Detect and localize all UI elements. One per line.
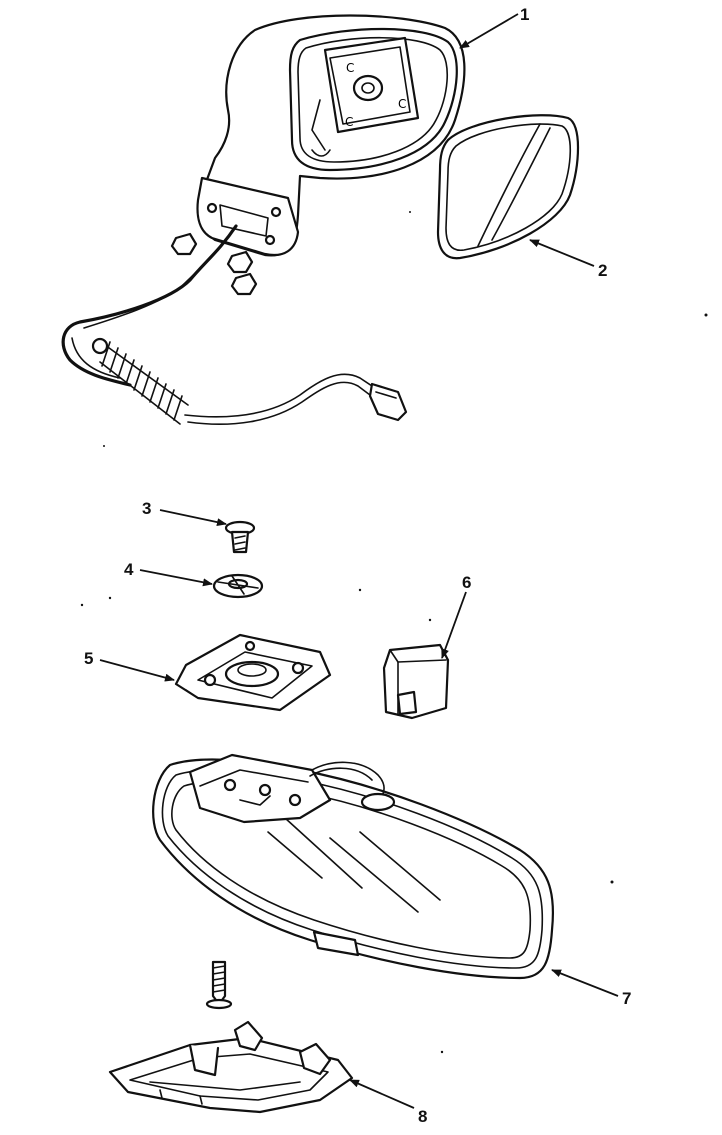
leader-8 — [349, 1079, 415, 1109]
leader-3 — [159, 509, 227, 527]
scan-specks — [80, 211, 708, 1054]
callout-3: 3 — [142, 499, 151, 518]
leader-7 — [551, 969, 619, 997]
callout-4: 4 — [124, 560, 134, 579]
callout-6: 6 — [462, 573, 471, 592]
sensor-cover — [382, 643, 450, 720]
leader-lines — [99, 13, 619, 1109]
leader-5 — [99, 659, 175, 682]
mirror-glass — [436, 114, 580, 260]
svg-text:C: C — [345, 115, 353, 129]
outside-mirror-housing: C C C — [61, 14, 466, 425]
leader-6 — [441, 591, 467, 659]
callout-5: 5 — [84, 649, 93, 668]
retaining-clip — [212, 573, 264, 599]
svg-text:C: C — [398, 97, 406, 111]
screw-small — [224, 520, 256, 554]
leader-2 — [529, 239, 595, 267]
callout-8: 8 — [418, 1107, 427, 1126]
callout-labels: 1 2 3 4 5 6 7 8 — [84, 5, 631, 1126]
mirror-support-bracket — [108, 960, 354, 1114]
callout-1: 1 — [520, 5, 529, 24]
mirror-mount-base — [174, 633, 332, 712]
mounting-nuts — [170, 232, 258, 296]
leader-4 — [139, 569, 213, 587]
svg-text:C: C — [346, 61, 354, 75]
callout-7: 7 — [622, 989, 631, 1008]
wire-coil — [99, 341, 189, 425]
leader-1 — [459, 13, 519, 49]
inside-rearview-mirror — [152, 753, 554, 980]
callout-2: 2 — [598, 261, 607, 280]
